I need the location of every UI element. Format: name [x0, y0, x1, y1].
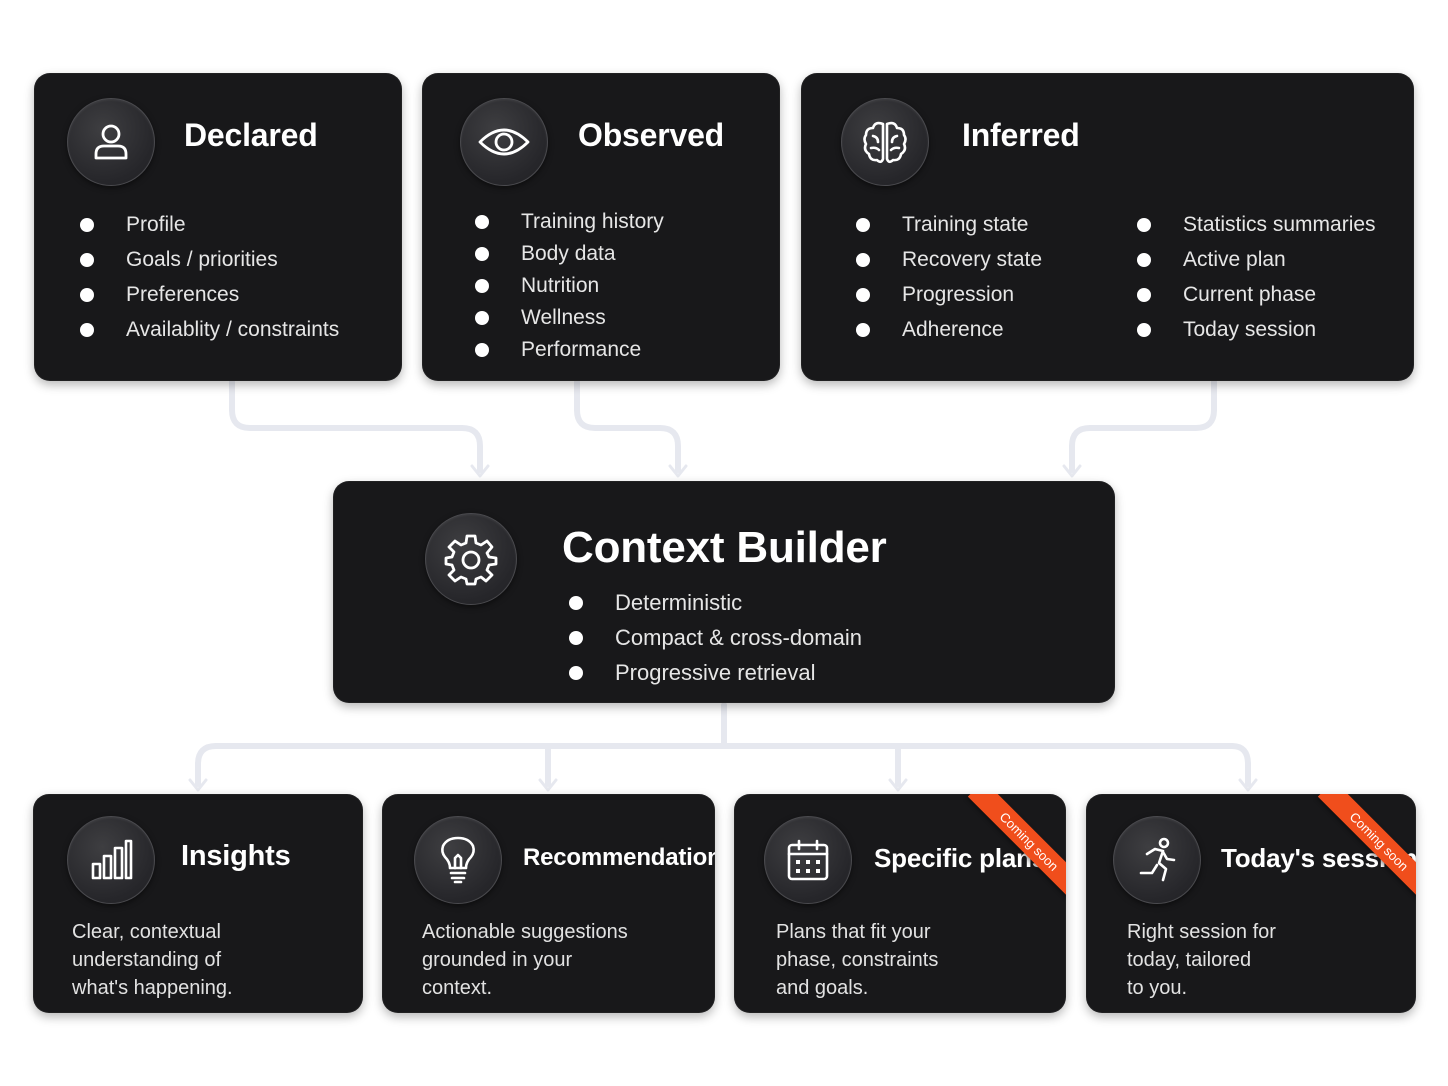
list-item: Availablity / constraints [126, 312, 339, 347]
arrow-head-recommendations [538, 778, 558, 792]
arrow-head-insights [188, 778, 208, 792]
card-title: Context Builder [562, 523, 887, 572]
lightbulb-icon [414, 816, 502, 904]
list-item: Training state [902, 207, 1042, 242]
list-item: Deterministic [615, 585, 862, 620]
calendar-icon [764, 816, 852, 904]
list-item: Preferences [126, 277, 339, 312]
card-observed: Observed Training history Body data Nutr… [422, 73, 780, 381]
arrow-head-declared [470, 464, 490, 478]
list-item: Adherence [902, 312, 1042, 347]
connector-session [1229, 743, 1251, 787]
eye-icon [460, 98, 548, 186]
card-recommendations: Recommendations Actionable suggestions g… [382, 794, 715, 1013]
card-title: Insights [181, 840, 291, 872]
bullet-list: Training history Body data Nutrition Wel… [521, 206, 664, 366]
bullet-list-right: Statistics summaries Active plan Current… [1183, 207, 1376, 347]
card-title: Declared [184, 117, 318, 153]
card-specific-plans: Specific plans Plans that fit your phase… [734, 794, 1066, 1013]
list-item: Profile [126, 207, 339, 242]
arrow-head-inferred [1062, 464, 1082, 478]
card-description: Clear, contextual understanding of what'… [72, 921, 233, 999]
list-item: Body data [521, 238, 664, 270]
list-item: Active plan [1183, 242, 1376, 277]
coming-soon-ribbon: Coming soon [1306, 794, 1416, 904]
card-insights: Insights Clear, contextual understanding… [33, 794, 363, 1013]
gear-icon [425, 513, 517, 605]
card-title: Recommendations [523, 844, 715, 871]
arrow-head-session [1238, 778, 1258, 792]
list-item: Current phase [1183, 277, 1376, 312]
coming-soon-badge: Coming soon [1317, 794, 1416, 903]
list-item: Today session [1183, 312, 1376, 347]
card-description: Right session for today, tailored to you… [1127, 921, 1276, 999]
list-item: Compact & cross-domain [615, 620, 862, 655]
bullet-list-left: Training state Recovery state Progressio… [902, 207, 1042, 347]
list-item: Progressive retrieval [615, 655, 862, 690]
card-description: Actionable suggestions grounded in your … [422, 921, 628, 999]
connector-inferred [1069, 379, 1217, 473]
list-item: Wellness [521, 302, 664, 334]
connector-declared [229, 379, 483, 473]
brain-icon [841, 98, 929, 186]
bullet-list: Deterministic Compact & cross-domain Pro… [615, 585, 862, 690]
coming-soon-ribbon: Coming soon [956, 794, 1066, 904]
coming-soon-badge: Coming soon [967, 794, 1066, 903]
list-item: Progression [902, 277, 1042, 312]
person-icon [67, 98, 155, 186]
bullet-list: Profile Goals / priorities Preferences A… [126, 207, 339, 347]
card-description: Plans that fit your phase, constraints a… [776, 921, 939, 999]
arrow-head-plans [888, 778, 908, 792]
connector-observed [574, 379, 681, 473]
card-title: Observed [578, 117, 725, 153]
running-person-icon [1113, 816, 1201, 904]
list-item: Recovery state [902, 242, 1042, 277]
list-item: Goals / priorities [126, 242, 339, 277]
list-item: Nutrition [521, 270, 664, 302]
card-context-builder: Context Builder Deterministic Compact & … [333, 481, 1115, 703]
list-item: Performance [521, 334, 664, 366]
card-declared: Declared Profile Goals / priorities Pref… [34, 73, 402, 381]
arrow-head-observed [668, 464, 688, 478]
card-title: Specific plans [874, 843, 1047, 873]
list-item: Training history [521, 206, 664, 238]
card-todays-session: Today's session Right session for today,… [1086, 794, 1416, 1013]
connector-insights [195, 743, 219, 787]
bar-chart-icon [67, 816, 155, 904]
card-title: Inferred [962, 117, 1080, 153]
card-inferred: Inferred Training state Recovery state P… [801, 73, 1414, 381]
list-item: Statistics summaries [1183, 207, 1376, 242]
